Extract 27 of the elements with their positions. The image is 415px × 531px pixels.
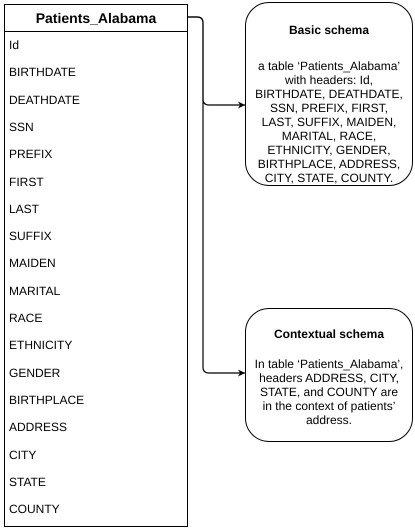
field-name: Id <box>9 38 20 52</box>
field-name: PREFIX <box>9 147 52 162</box>
field-name: BIRTHPLACE <box>9 392 84 407</box>
field-name: RACE <box>9 311 42 325</box>
table-title: Patients_Alabama <box>5 5 187 32</box>
rounded-box <box>245 2 413 186</box>
field-name: STATE <box>9 474 46 489</box>
field-name: ETHNICITY <box>9 338 72 352</box>
field-name: SSN <box>9 120 34 134</box>
field-name: BIRTHDATE <box>9 65 76 80</box>
connector-arrow <box>188 16 245 376</box>
box-text: In table ‘Patients_Alabama’, headers ADDRESS, CITY, STATE, and COUNTY are in the context of patients’ address. <box>254 357 404 427</box>
field-name: MARITAL <box>9 284 60 298</box>
field-name: FIRST <box>9 174 44 188</box>
box-heading: Contextual schema <box>272 327 386 341</box>
rounded-box <box>245 308 413 442</box>
field-name: SUFFIX <box>9 229 52 244</box>
field-name: COUNTY <box>9 502 60 516</box>
field-name: DEATHDATE <box>9 92 80 107</box>
field-name: ADDRESS <box>9 420 68 434</box>
box-heading: Basic schema <box>288 23 370 37</box>
box-text: a table ‘Patients_Alabama’ with headers: Id, BIRTHDATE, DEATHDATE, SSN, PREFIX, FIRST, LAST, SUFFIX, MAIDEN, MARITAL, RACE, ETHNICITY, GENDER, BIRTHPLACE, ADDRESS, CITY, STATE, COUNTY. <box>254 59 404 185</box>
field-name: GENDER <box>9 366 60 380</box>
field-name: MAIDEN <box>9 256 56 270</box>
table <box>4 4 188 527</box>
field-name: LAST <box>9 202 40 216</box>
field-name: CITY <box>9 448 36 462</box>
